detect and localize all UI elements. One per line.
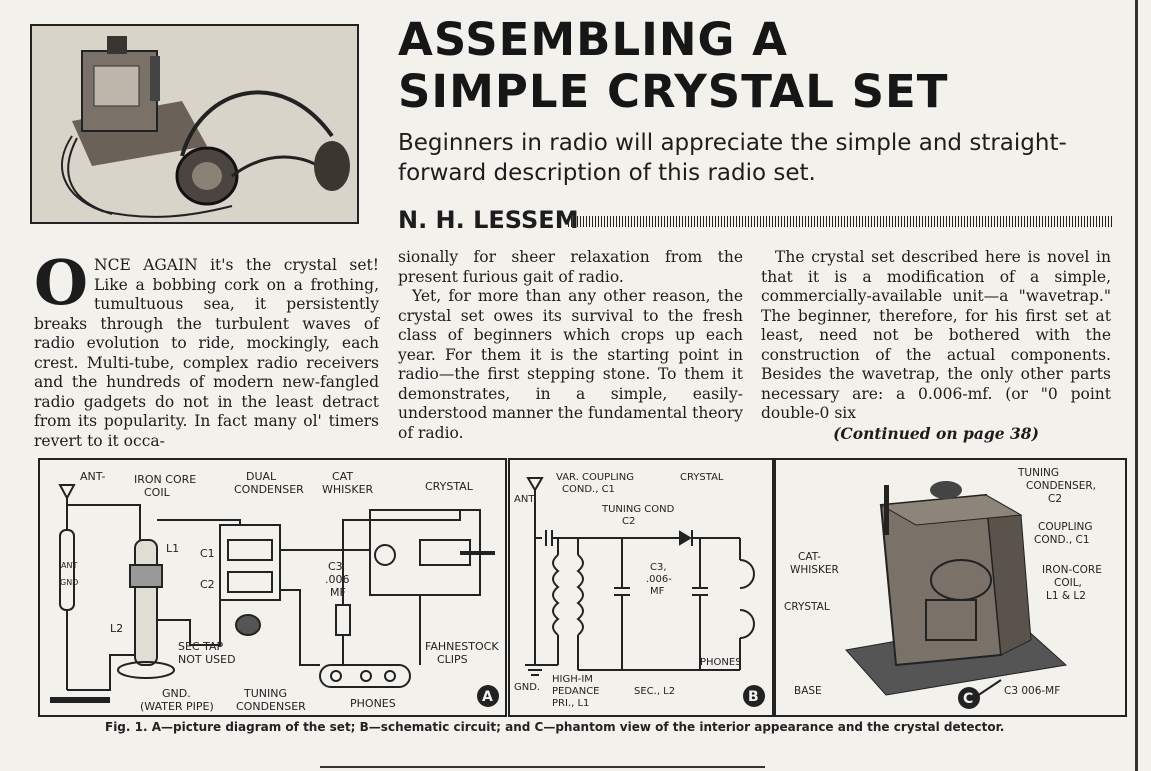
c-tuning-label: TUNING <box>1017 467 1059 479</box>
a-c3-label: C3 <box>328 560 343 573</box>
a-tuning-condenser: CONDENSER <box>236 700 306 713</box>
a-cat-label: CAT <box>332 470 353 483</box>
c-base-label: BASE <box>794 685 822 697</box>
c-coupling-label: COUPLING <box>1038 521 1093 533</box>
c-l1-l2: L1 & L2 <box>1046 590 1086 602</box>
c-cond-c1: COND., C1 <box>1034 534 1090 546</box>
a-ant-small: ANT <box>61 561 77 570</box>
a-sec-tap: SEC TAP <box>178 640 224 653</box>
figure-caption: Fig. 1. A—picture diagram of the set; B—… <box>105 720 1005 734</box>
a-l1-label: L1 <box>166 542 179 555</box>
a-c2-label: C2 <box>200 578 215 591</box>
title-line-2: SIMPLE CRYSTAL SET <box>398 65 949 118</box>
a-dual-label: DUAL <box>246 470 277 483</box>
c-iron-core: IRON-CORE <box>1042 564 1102 576</box>
c-c3-label: C3 006-MF <box>1004 685 1060 697</box>
drop-cap: O <box>34 246 89 319</box>
figure-panel-b: ANT. VAR. COUPLING COND., C1 CRYSTAL TUN… <box>508 458 774 717</box>
b-gnd-label: GND. <box>514 682 540 693</box>
badge-c: C <box>963 691 973 707</box>
a-fahnestock: FAHNESTOCK <box>425 640 499 653</box>
page-edge-line <box>1135 0 1138 771</box>
author-name: N. H. LESSEM <box>398 206 579 234</box>
article-subtitle: Beginners in radio will appreciate the s… <box>398 130 1067 186</box>
a-iron-core-label: IRON CORE <box>134 473 196 486</box>
a-gnd-label: GND. <box>162 687 191 700</box>
title-line-1: ASSEMBLING A <box>398 13 788 66</box>
continued-note: (Continued on page 38) <box>833 423 1039 443</box>
decorative-rule <box>568 216 1113 227</box>
c-coil: COIL, <box>1054 577 1082 589</box>
b-c3-unit: MF <box>650 586 665 597</box>
a-clips: CLIPS <box>437 653 468 666</box>
b-crystal-label: CRYSTAL <box>680 472 724 483</box>
b-c3-value: .006- <box>646 574 672 585</box>
b-pri-l1: PRI., L1 <box>552 698 589 709</box>
article-title: ASSEMBLING A SIMPLE CRYSTAL SET <box>398 14 948 118</box>
figure-panel-a: ANT- IRON CORE COIL DUAL CONDENSER CAT W… <box>38 458 507 717</box>
a-ant-label: ANT- <box>80 470 105 483</box>
figure-panel-c: TUNING CONDENSER, C2 COUPLING COND., C1 … <box>774 458 1127 717</box>
column-2-para-2: Yet, for more than any other reason, the… <box>398 287 743 442</box>
a-crystal-label: CRYSTAL <box>425 480 474 493</box>
column-2-para-1: sionally for sheer relaxation from the p… <box>398 248 743 286</box>
a-tuning-label: TUNING <box>243 687 287 700</box>
b-cond-c1: COND., C1 <box>562 484 615 495</box>
a-water-pipe: (WATER PIPE) <box>140 700 214 713</box>
c-condenser-label: CONDENSER, <box>1026 480 1096 492</box>
c-cat-label: CAT- <box>798 551 821 563</box>
column-3-text: The crystal set described here is novel … <box>761 248 1111 422</box>
figure-1: ANT- IRON CORE COIL DUAL CONDENSER CAT W… <box>38 458 1127 718</box>
a-not-used: NOT USED <box>178 653 236 666</box>
b-c2-label: C2 <box>622 516 635 527</box>
a-coil-label: COIL <box>144 486 171 499</box>
column-1-text: NCE AGAIN it's the crystal set! Like a b… <box>34 256 379 450</box>
b-sec-l2: SEC., L2 <box>634 686 675 697</box>
a-c3-unit: MF <box>330 586 346 599</box>
bottom-rule <box>320 766 765 768</box>
b-c3-label: C3, <box>650 562 667 573</box>
b-ant-label: ANT. <box>514 494 536 505</box>
a-phones-label: PHONES <box>350 697 396 710</box>
crystal-set-photo <box>30 24 359 224</box>
badge-a: A <box>482 689 493 705</box>
a-condenser-label: CONDENSER <box>234 483 304 496</box>
c-crystal-label: CRYSTAL <box>784 601 830 613</box>
a-whisker-label: WHISKER <box>322 483 374 496</box>
b-var-coupling: VAR. COUPLING <box>556 472 634 483</box>
c-c2-label: C2 <box>1048 493 1062 505</box>
body-column-1: O NCE AGAIN it's the crystal set! Like a… <box>34 246 379 451</box>
a-c1-label: C1 <box>200 547 215 560</box>
a-c3-value: .006 <box>325 573 350 586</box>
a-gnd-small: GND <box>60 578 78 587</box>
body-column-3: The crystal set described here is novel … <box>761 248 1111 443</box>
a-l2-label: L2 <box>110 622 123 635</box>
badge-b: B <box>748 689 759 705</box>
body-column-2: sionally for sheer relaxation from the p… <box>398 248 743 443</box>
b-tuning-cond: TUNING COND <box>601 504 675 515</box>
b-pedance: PEDANCE <box>552 686 600 697</box>
c-whisker-label: WHISKER <box>790 564 839 576</box>
b-high-im: HIGH-IM <box>552 674 593 685</box>
b-phones-label: PHONES <box>700 657 742 668</box>
